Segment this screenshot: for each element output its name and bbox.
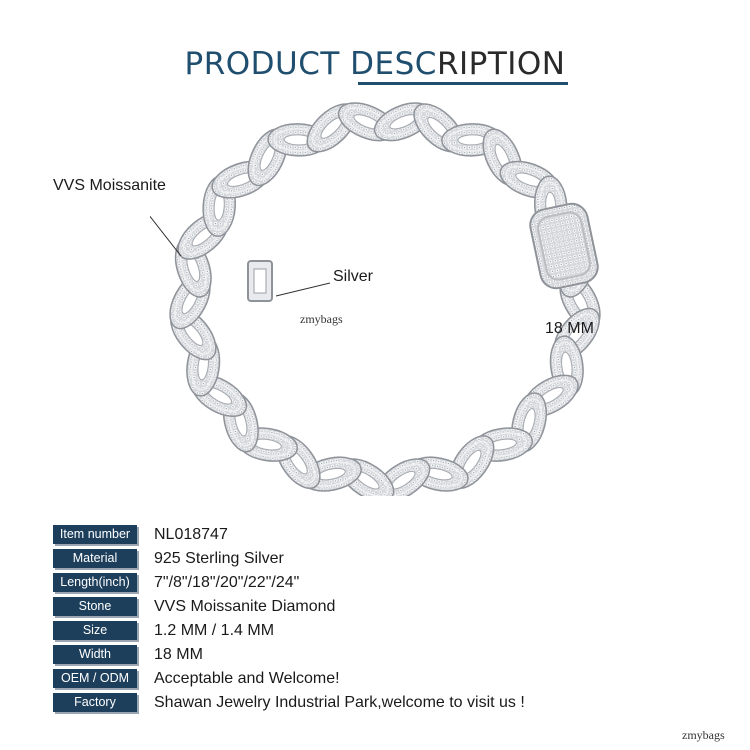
callout-line-stones	[150, 215, 182, 257]
spec-label: Length(inch)	[53, 573, 137, 592]
spec-label: Factory	[53, 693, 137, 712]
spec-row: Factory Shawan Jewelry Industrial Park,w…	[53, 692, 693, 713]
callout-line-silver	[275, 282, 331, 297]
spec-row: Item number NL018747	[53, 524, 693, 545]
spec-label: Stone	[53, 597, 137, 616]
box-clasp	[529, 202, 599, 290]
spec-value: NL018747	[154, 525, 228, 543]
chain-link	[211, 160, 271, 199]
open-clasp	[247, 260, 273, 302]
page-title-part1: PRODUCT DESC	[184, 46, 437, 82]
spec-value: Acceptable and Welcome!	[154, 669, 340, 687]
spec-value: 7"/8"/18"/20"/22"/24"	[154, 573, 300, 591]
spec-row: OEM / ODM Acceptable and Welcome!	[53, 668, 693, 689]
spec-row: Size 1.2 MM / 1.4 MM	[53, 620, 693, 641]
page-title-part2: RIPTION	[436, 46, 566, 82]
callout-stones: VVS Moissanite	[53, 177, 166, 194]
page-title: PRODUCT DESCRIPTION	[0, 46, 750, 82]
spec-row: Material 925 Sterling Silver	[53, 548, 693, 569]
spec-label: OEM / ODM	[53, 669, 137, 688]
spec-value: VVS Moissanite Diamond	[154, 597, 336, 615]
watermark-center: zmybags	[300, 312, 343, 326]
spec-label: Width	[53, 645, 137, 664]
title-underline	[358, 82, 568, 85]
spec-value: 925 Sterling Silver	[154, 549, 284, 567]
spec-value: 1.2 MM / 1.4 MM	[154, 621, 275, 639]
spec-table: Item number NL018747 Material 925 Sterli…	[53, 524, 693, 716]
callout-width: 18 MM	[545, 320, 594, 337]
chain-necklace-image	[150, 102, 601, 496]
callout-silver: Silver	[333, 268, 374, 285]
spec-value: 18 MM	[154, 645, 203, 663]
spec-label: Material	[53, 549, 137, 568]
watermark-corner: zmybags	[682, 728, 725, 742]
spec-row: Stone VVS Moissanite Diamond	[53, 596, 693, 617]
spec-label: Item number	[53, 525, 137, 544]
spec-row: Width 18 MM	[53, 644, 693, 665]
spec-row: Length(inch) 7"/8"/18"/20"/22"/24"	[53, 572, 693, 593]
spec-value: Shawan Jewelry Industrial Park,welcome t…	[154, 693, 525, 711]
spec-label: Size	[53, 621, 137, 640]
